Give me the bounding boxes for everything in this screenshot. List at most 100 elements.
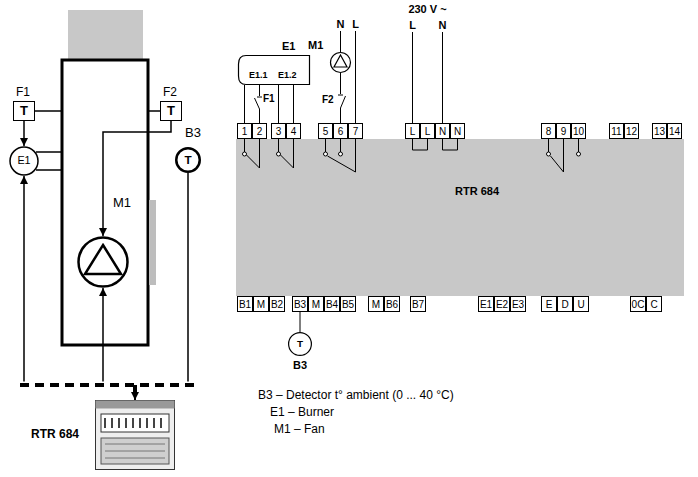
terminal: 3 [271, 123, 286, 139]
heater-housing [149, 200, 156, 285]
wire [244, 85, 245, 123]
signal-name: N [337, 18, 345, 31]
fan-symbol [331, 53, 351, 73]
terminal: 7 [348, 123, 363, 139]
relay-contacts [324, 152, 328, 156]
relay-contacts [443, 139, 458, 150]
key-text: B3 – Detector t° ambient (0 ... 40 °C) [258, 389, 454, 403]
bus-line [20, 383, 200, 387]
terminal-label: 6 [334, 126, 347, 137]
signal-arrow [24, 176, 135, 400]
signal-name: L [409, 19, 416, 32]
terminal-label: 7 [349, 126, 362, 137]
terminal: 9 [556, 123, 571, 139]
supply-voltage: 230 V ~ [408, 3, 446, 16]
terminal: 1 [237, 123, 252, 139]
terminal: E3 [510, 296, 526, 312]
terminal-label: B2 [270, 299, 284, 310]
burner-symbol [10, 147, 38, 175]
terminal: D [557, 296, 573, 312]
terminal-label: L [421, 126, 434, 137]
controller-device [95, 400, 175, 470]
terminal-label: 0C [631, 299, 645, 310]
relay-contacts [259, 139, 260, 168]
wire [300, 312, 301, 332]
sensor-symbol: B3T [175, 147, 201, 173]
terminal: B1 [237, 296, 253, 312]
thermostat-box: F2T [160, 101, 182, 121]
terminal: M [368, 296, 384, 312]
supply-wires [341, 31, 443, 123]
relay-contacts [243, 152, 247, 156]
signal-name: L [352, 18, 359, 31]
burner-symbol: E1 [9, 146, 39, 176]
part-name: B3 [185, 126, 201, 140]
terminal: E [541, 296, 557, 312]
terminal: 8 [541, 123, 556, 139]
controller-body [236, 139, 684, 296]
terminal-label: E [542, 299, 556, 310]
terminal-label: U [574, 299, 588, 310]
symbol-letter: T [175, 154, 201, 167]
part-name: E1.1 [249, 71, 268, 81]
terminal: 13 [652, 123, 667, 139]
relay-contacts [563, 139, 564, 172]
heater-housing [68, 10, 143, 60]
terminal-label: 3 [272, 126, 285, 137]
wire [278, 85, 279, 123]
part-name: M1 [308, 39, 323, 51]
part-name: E1 [282, 40, 295, 52]
relay-contacts [277, 152, 281, 156]
relay-contacts [328, 156, 356, 172]
terminal: M [308, 296, 324, 312]
fan-symbol [79, 238, 128, 287]
part-name: F1 [263, 93, 275, 105]
terminal: B2 [269, 296, 285, 312]
relay-contacts [547, 152, 551, 156]
terminal-label: B1 [238, 299, 252, 310]
burner-symbol: E1E1.1E1.2 [238, 55, 310, 85]
relay-contacts [281, 155, 294, 168]
terminal-label: 4 [287, 126, 300, 137]
sensor-symbol: TB3 [288, 332, 312, 356]
relay-contacts [325, 139, 326, 152]
terminal-label: D [558, 299, 572, 310]
terminal-block: RTR 6841234567LLNN891011121314B1MB2B3MB4… [236, 123, 684, 312]
terminal: 11 [609, 123, 624, 139]
terminal-label: 14 [668, 126, 681, 137]
terminal: L [405, 123, 420, 139]
terminal-label: 1 [238, 126, 251, 137]
terminal: B4 [324, 296, 340, 312]
terminal-label: 5 [319, 126, 332, 137]
key-text: M1 – Fan [274, 423, 325, 437]
heater-housing [148, 110, 160, 112]
sensor-symbol [289, 333, 312, 356]
relay-contacts [577, 152, 581, 156]
terminal-label: B5 [341, 299, 355, 310]
terminal: 10 [571, 123, 586, 139]
terminal-label: 13 [653, 126, 666, 137]
terminal: B6 [384, 296, 400, 312]
supply-wires [355, 31, 356, 123]
terminal-label: 8 [542, 126, 555, 137]
symbol-letter: T [288, 339, 312, 350]
terminal-label: E1 [479, 299, 493, 310]
thermostat-box: F1T [13, 101, 35, 121]
relay-contacts [413, 139, 428, 150]
heater-housing [36, 169, 62, 171]
relay-contacts [578, 139, 579, 152]
terminal-label: B6 [385, 299, 399, 310]
terminal-label: M [369, 299, 383, 310]
part-name: RTR 684 [455, 185, 499, 197]
fan-symbol: M1 [77, 236, 129, 288]
key-text: E1 – Burner [270, 406, 334, 420]
terminal: 4 [286, 123, 301, 139]
heater-housing [35, 10, 160, 345]
thermostat-contact [341, 96, 346, 108]
terminal: B5 [340, 296, 356, 312]
fan-symbol: M1 [330, 52, 351, 73]
terminal-label: 9 [557, 126, 570, 137]
part-name: M1 [113, 196, 131, 210]
terminal: B3 [292, 296, 308, 312]
relay-contacts [340, 139, 341, 152]
